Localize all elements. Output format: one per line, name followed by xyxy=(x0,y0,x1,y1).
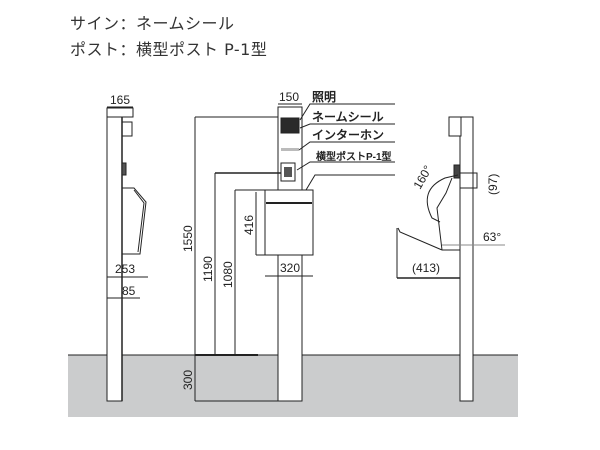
dim-mailbox-height: 416 xyxy=(242,215,256,235)
mailbox xyxy=(264,189,314,256)
dim-embed-depth: 300 xyxy=(181,370,195,390)
label-name-sticker: ネームシール xyxy=(312,110,384,124)
dim-front-width: 150 xyxy=(279,90,299,104)
dim-mailbox-top-height: 1080 xyxy=(221,261,235,288)
post-spec-line: ポスト：横型ポスト P-1型 xyxy=(70,40,268,59)
center-front-view xyxy=(194,103,395,402)
dim-intercom-height: 1190 xyxy=(201,256,215,282)
dim-intercom-depth: (97) xyxy=(486,174,500,195)
dim-total-height: 1550 xyxy=(181,225,195,252)
dim-side-depth: 253 xyxy=(115,262,135,276)
dim-mailbox-width: 320 xyxy=(280,261,300,275)
dim-post-depth: 85 xyxy=(122,284,136,298)
dim-flap-depth: (413) xyxy=(412,261,440,275)
lighting-fixture xyxy=(280,117,300,134)
sign-spec-line: サイン：ネームシール xyxy=(70,14,235,33)
dim-flap-angle: 63° xyxy=(483,230,501,244)
right-side-view xyxy=(396,116,505,402)
label-lighting: 照明 xyxy=(312,89,336,104)
left-side-view xyxy=(106,106,148,402)
label-mailbox: 横型ポストP-1型 xyxy=(316,150,392,163)
label-intercom: インターホン xyxy=(312,128,384,142)
dim-side-width: 165 xyxy=(110,93,130,107)
